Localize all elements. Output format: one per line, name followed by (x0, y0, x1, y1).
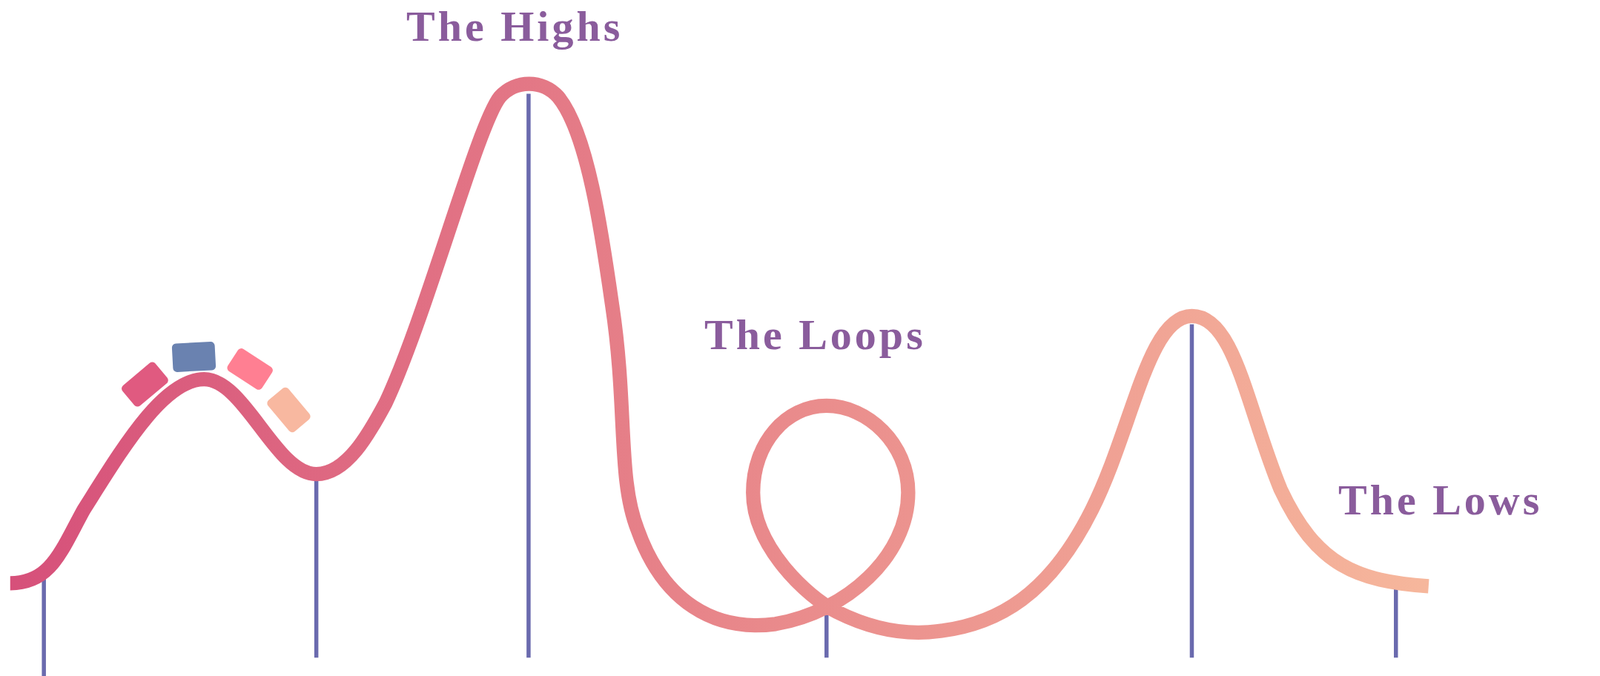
support-posts (43, 94, 1397, 676)
section-label: The Lows (1338, 476, 1543, 525)
section-label: The Highs (406, 2, 623, 51)
coaster-track (10, 83, 1429, 633)
section-label: The Loops (704, 311, 927, 359)
coaster-cars (120, 341, 313, 435)
